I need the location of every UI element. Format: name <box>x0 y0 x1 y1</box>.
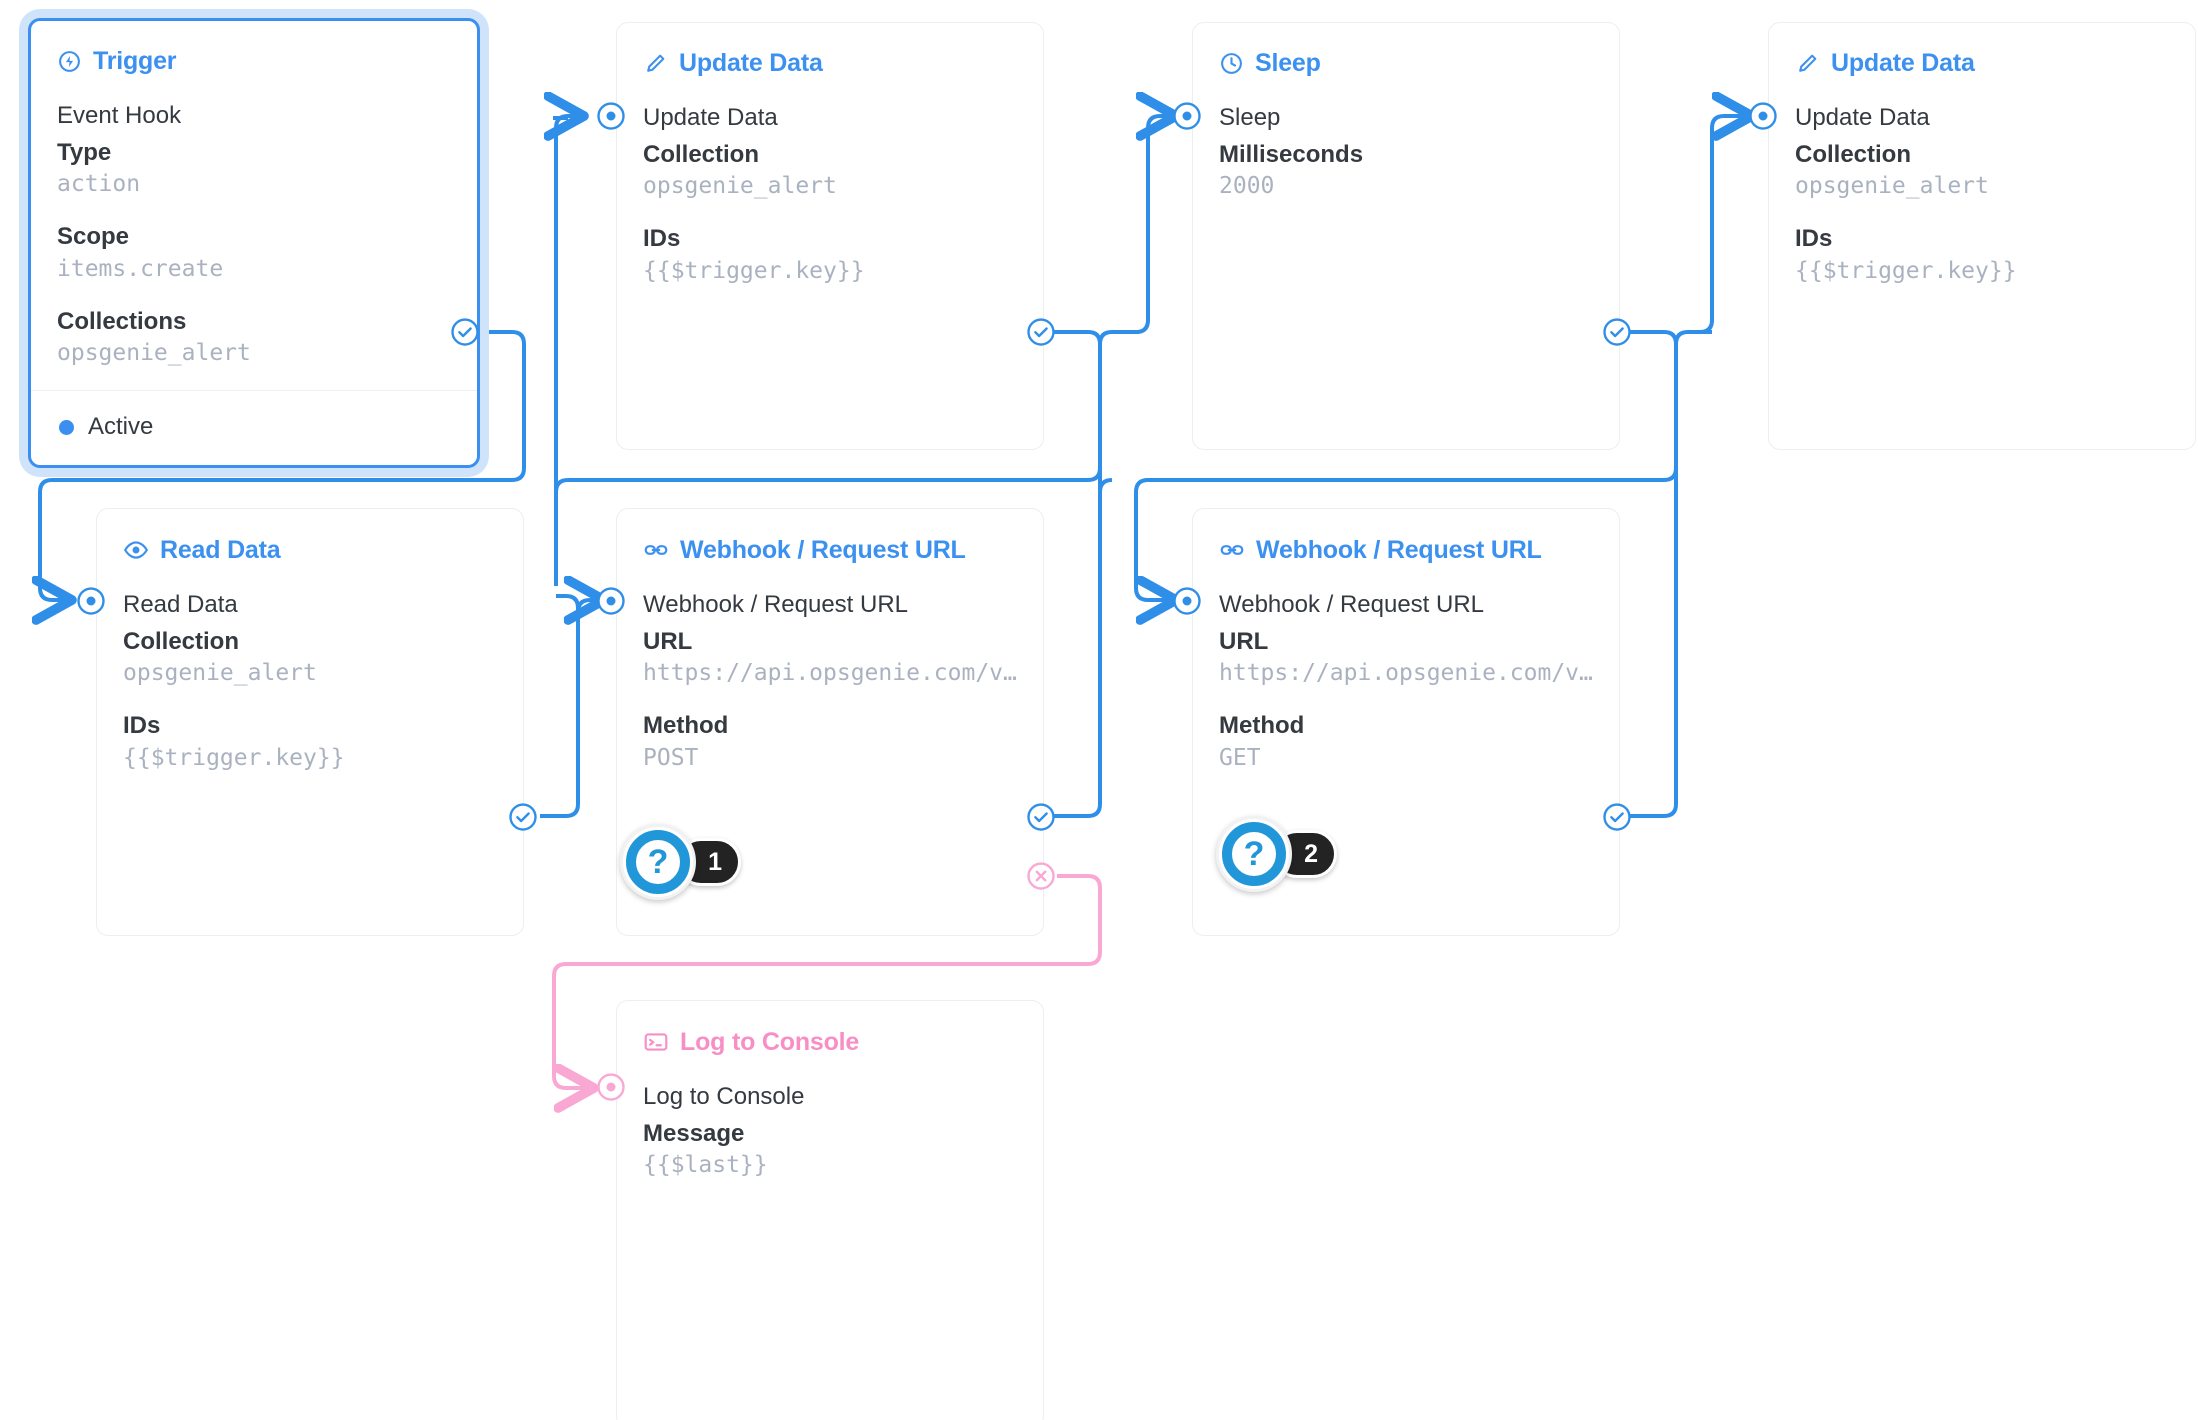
status-dot-icon <box>59 419 74 435</box>
webhook-2-title-text: Webhook / Request URL <box>1256 535 1542 564</box>
field-value-type: action <box>57 171 141 198</box>
terminal-icon <box>643 1029 669 1055</box>
webhook-2-title: Webhook / Request URL <box>1219 537 1593 563</box>
field-value-collections: opsgenie_alert <box>57 340 251 367</box>
help-badge-1[interactable]: ? 1 <box>620 824 760 900</box>
node-card-read-data[interactable]: Read Data Read Data Collection opsgenie_… <box>96 508 524 936</box>
update-data-2-row-name: Update Data <box>1795 104 1930 131</box>
field-value-ids: {{$trigger.key}} <box>643 257 865 284</box>
field-label-method: Method <box>1219 712 1305 740</box>
port-resolve-update-data-1[interactable] <box>1026 317 1056 347</box>
field-value-method: GET <box>1219 744 1261 771</box>
link-icon <box>643 537 669 563</box>
question-mark-icon[interactable]: ? <box>1216 816 1292 892</box>
pencil-icon <box>1795 51 1820 76</box>
field-value-collection: opsgenie_alert <box>123 660 317 687</box>
field-label-scope: Scope <box>57 223 130 251</box>
status-badge: Active <box>57 391 451 465</box>
field-label-url: URL <box>1219 627 1269 655</box>
help-badge-2[interactable]: ? 2 <box>1216 816 1356 892</box>
pencil-icon <box>643 51 668 76</box>
sleep-title-text: Sleep <box>1255 49 1321 77</box>
sleep-row-name: Sleep <box>1219 104 1281 131</box>
port-resolve-sleep[interactable] <box>1602 317 1632 347</box>
read-data-title: Read Data <box>123 537 497 563</box>
field-label-milliseconds: Milliseconds <box>1219 140 1364 168</box>
field-label-message: Message <box>643 1119 745 1147</box>
bolt-circle-icon <box>57 49 82 74</box>
field-label-ids: IDs <box>123 712 161 740</box>
field-value-url: https://api.opsgenie.com/v… <box>643 660 1017 687</box>
sleep-title: Sleep <box>1219 51 1593 76</box>
port-input-sleep[interactable] <box>1172 101 1202 131</box>
port-input-read-data[interactable] <box>76 586 106 616</box>
field-value-collection: opsgenie_alert <box>643 173 837 200</box>
field-value-message: {{$last}} <box>643 1152 768 1179</box>
status-label: Active <box>88 413 154 441</box>
field-label-ids: IDs <box>643 225 681 253</box>
port-reject-webhook-1[interactable] <box>1026 861 1056 891</box>
field-value-collection: opsgenie_alert <box>1795 173 1989 200</box>
field-value-scope: items.create <box>57 255 224 282</box>
link-icon <box>1219 537 1245 563</box>
port-input-log-to-console[interactable] <box>596 1072 626 1102</box>
trigger-row-name: Event Hook <box>57 102 182 129</box>
trigger-title-text: Trigger <box>93 47 177 75</box>
port-input-update-data-2[interactable] <box>1748 101 1778 131</box>
update-data-1-row-name: Update Data <box>643 104 778 131</box>
field-value-ids: {{$trigger.key}} <box>1795 257 2017 284</box>
field-value-url: https://api.opsgenie.com/v… <box>1219 660 1593 687</box>
field-label-collection: Collection <box>1795 140 1912 168</box>
field-label-method: Method <box>643 712 729 740</box>
node-card-webhook-1[interactable]: Webhook / Request URL Webhook / Request … <box>616 508 1044 936</box>
port-input-webhook-1[interactable] <box>596 586 626 616</box>
update-data-2-title: Update Data <box>1795 51 2169 76</box>
node-card-trigger[interactable]: Trigger Event Hook Type action Scope ite… <box>28 18 480 469</box>
question-mark-icon[interactable]: ? <box>620 824 696 900</box>
port-resolve-webhook-2[interactable] <box>1602 802 1632 832</box>
webhook-1-title-text: Webhook / Request URL <box>680 535 966 564</box>
field-label-url: URL <box>643 627 693 655</box>
field-value-ids: {{$trigger.key}} <box>123 744 345 771</box>
log-to-console-title-text: Log to Console <box>680 1027 860 1056</box>
update-data-1-title: Update Data <box>643 51 1017 76</box>
port-resolve-trigger[interactable] <box>450 317 480 347</box>
field-label-collections: Collections <box>57 307 187 335</box>
divider <box>31 390 477 392</box>
log-to-console-row-name: Log to Console <box>643 1083 805 1110</box>
log-to-console-title: Log to Console <box>643 1029 1017 1055</box>
field-label-ids: IDs <box>1795 225 1833 253</box>
node-card-sleep[interactable]: Sleep Sleep Milliseconds 2000 <box>1192 22 1620 450</box>
read-data-title-text: Read Data <box>160 535 281 564</box>
webhook-2-row-name: Webhook / Request URL <box>1219 591 1485 618</box>
node-card-update-data-1[interactable]: Update Data Update Data Collection opsge… <box>616 22 1044 450</box>
question-mark-glyph: ? <box>1222 822 1286 886</box>
clock-icon <box>1219 51 1244 76</box>
port-input-update-data-1[interactable] <box>596 101 626 131</box>
port-resolve-webhook-1[interactable] <box>1026 802 1056 832</box>
node-card-update-data-2[interactable]: Update Data Update Data Collection opsge… <box>1768 22 2196 450</box>
field-value-milliseconds: 2000 <box>1219 173 1275 200</box>
question-mark-glyph: ? <box>626 830 690 894</box>
field-value-method: POST <box>643 744 699 771</box>
field-label-type: Type <box>57 138 112 166</box>
webhook-1-row-name: Webhook / Request URL <box>643 591 909 618</box>
port-input-webhook-2[interactable] <box>1172 586 1202 616</box>
update-data-1-title-text: Update Data <box>679 49 823 77</box>
update-data-2-title-text: Update Data <box>1831 49 1975 77</box>
port-resolve-read-data[interactable] <box>508 802 538 832</box>
eye-icon <box>123 537 149 563</box>
trigger-card-title: Trigger <box>57 49 451 74</box>
field-label-collection: Collection <box>123 627 240 655</box>
node-card-log-to-console[interactable]: Log to Console Log to Console Message {{… <box>616 1000 1044 1420</box>
field-label-collection: Collection <box>643 140 760 168</box>
read-data-row-name: Read Data <box>123 591 238 618</box>
webhook-1-title: Webhook / Request URL <box>643 537 1017 563</box>
